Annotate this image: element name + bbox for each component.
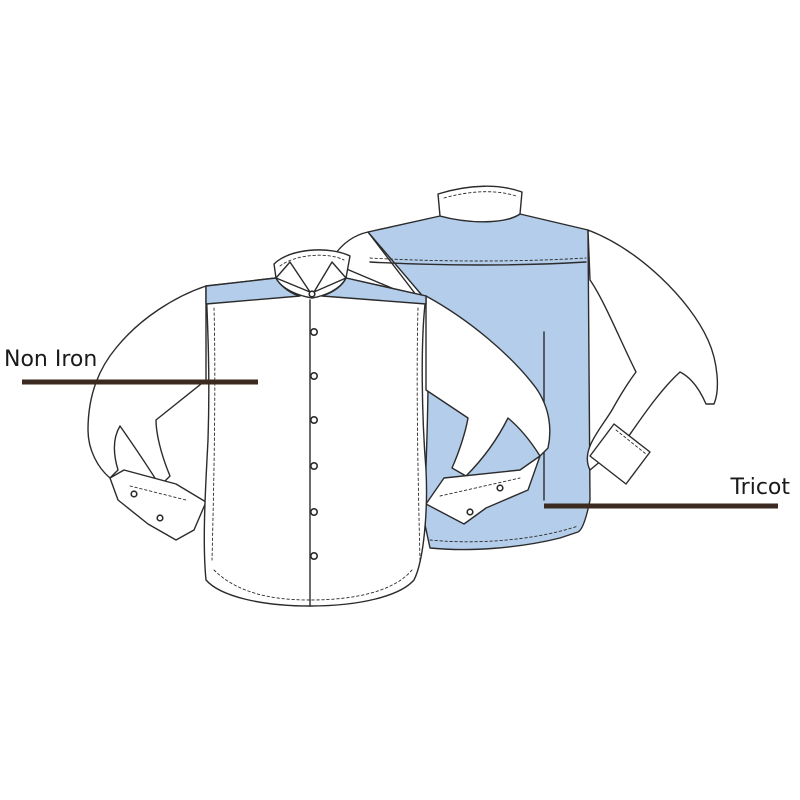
collar-button <box>308 290 316 298</box>
front-button-2 <box>309 371 318 380</box>
front-hem-stitch <box>213 569 413 601</box>
front-button-4 <box>309 461 318 470</box>
callouts: Non Iron Tricot <box>4 347 790 509</box>
front-left-cuff-stitch <box>129 485 187 501</box>
front-button-5 <box>309 507 318 516</box>
front-button-3 <box>309 415 318 424</box>
back-hem-stitch <box>429 525 579 543</box>
front-left-sleeve <box>87 285 207 487</box>
collar-right-point <box>313 261 347 293</box>
front-side-stitch-left <box>211 307 216 561</box>
back-collar-stitch <box>443 191 517 199</box>
front-side-stitch-right <box>416 307 421 561</box>
front-right-sleeve <box>425 295 551 477</box>
front-right-cuff-stitch <box>439 477 521 497</box>
front-button-1 <box>309 327 318 336</box>
back-yoke-seam <box>369 261 587 266</box>
left-cuff-button <box>130 490 138 498</box>
back-collar <box>437 185 523 223</box>
right-cuff-button <box>466 508 474 516</box>
front-collar-stitch <box>279 254 345 267</box>
back-right-cuff <box>589 423 651 485</box>
front-button-6 <box>309 551 318 560</box>
back-right-cuff-stitch <box>615 429 647 455</box>
back-yoke-stitch <box>369 257 587 262</box>
left-cuff-button-2 <box>156 514 164 522</box>
right-cuff-button-2 <box>496 484 504 492</box>
front-right-cuff <box>425 455 541 525</box>
front-collar <box>273 249 351 299</box>
collar-left-point <box>275 261 311 293</box>
non-iron-label: Non Iron <box>4 347 97 372</box>
tricot-label: Tricot <box>729 475 790 500</box>
back-right-sleeve <box>586 229 719 471</box>
front-left-cuff <box>109 469 207 541</box>
front-shirt <box>87 249 551 607</box>
front-torso <box>203 277 428 607</box>
